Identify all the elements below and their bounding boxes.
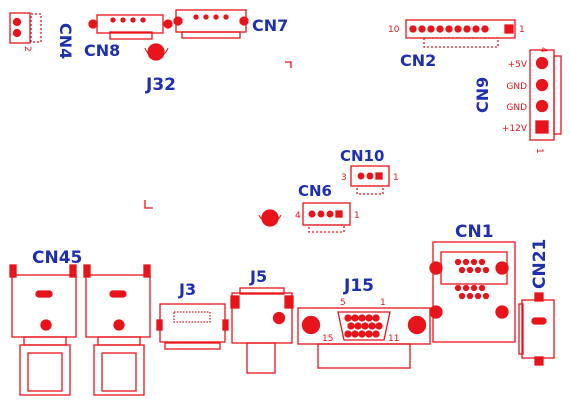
cn6-pin4-label: 4: [295, 211, 301, 221]
cn9-5v-label: +5V: [508, 60, 528, 70]
cn2-connector: [405, 19, 516, 48]
cn21-connector: [518, 292, 555, 366]
cn2-pin10-label: 10: [388, 25, 400, 35]
j15-pin15-label: 15: [322, 334, 333, 344]
cn7-connector: [173, 9, 249, 39]
cn9-connector: [529, 49, 562, 141]
cn1-label: CN1: [455, 222, 494, 242]
cn4-label: CN4: [56, 23, 75, 59]
cn4-connector: [9, 12, 42, 44]
cn10-connector: [350, 165, 390, 195]
cn10-pin1-label: 1: [393, 173, 399, 183]
cn8-label: CN8: [84, 41, 120, 60]
cn9-12v-label: +12V: [502, 124, 528, 134]
j3-connector: [156, 303, 229, 350]
cn10-pin3-label: 3: [341, 173, 347, 183]
cn9-pin4-label: 4: [538, 47, 548, 53]
cn9-gnd2-label: GND: [506, 103, 527, 113]
j32-label: J32: [145, 75, 176, 95]
cn6-connector: [302, 202, 351, 233]
j15-pin5-label: 5: [340, 298, 346, 308]
cn9-pin1-label: 1: [534, 148, 544, 154]
j32-component: [144, 43, 169, 61]
j3-label: J3: [178, 280, 196, 299]
cn6-label: CN6: [298, 182, 332, 200]
cn6-pin1-label: 1: [354, 211, 360, 221]
cn9-label: CN9: [473, 77, 492, 113]
cn10-label: CN10: [340, 147, 384, 165]
cn9-gnd1-label: GND: [506, 82, 527, 92]
j15-label: J15: [343, 276, 374, 296]
j5-label: J5: [249, 267, 267, 286]
cn1-connector: [429, 241, 516, 343]
cn2-pin1-label: 1: [519, 25, 525, 35]
j5-connector: [230, 287, 294, 374]
cn45-connector: [9, 264, 151, 396]
cn2-label: CN2: [400, 51, 436, 70]
j15-pin1-label: 1: [380, 298, 386, 308]
mounting-pad: [258, 209, 282, 227]
j15-pin11-label: 11: [388, 334, 399, 344]
cn4-pin-label: 2: [22, 46, 32, 52]
board-corner-marks: [144, 61, 292, 209]
j15-connector: [297, 307, 431, 369]
cn45-label: CN45: [32, 248, 82, 268]
cn21-label: CN21: [530, 239, 550, 289]
cn7-label: CN7: [252, 16, 288, 35]
cn8-connector: [88, 14, 173, 40]
